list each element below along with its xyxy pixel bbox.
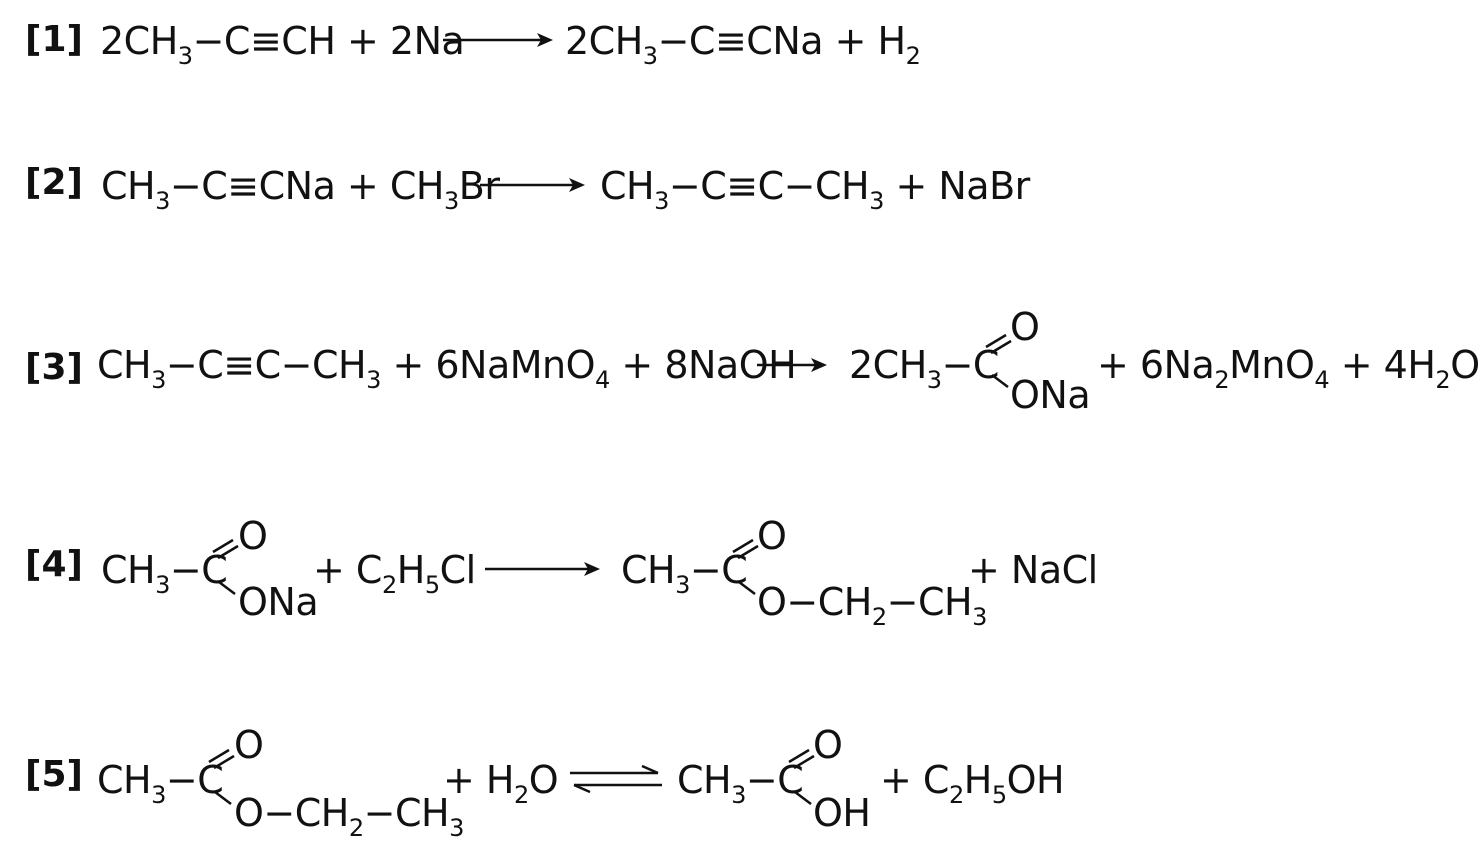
carbonyl-oxygen: O xyxy=(1010,305,1040,349)
reaction-4: [4] CH3−C O ONa + C2H5Cl CH3−C O O−CH2−C… xyxy=(0,505,1465,645)
reactant-carboxylate-prefix: CH3−C xyxy=(101,548,228,599)
forward-arrow-icon xyxy=(485,562,600,576)
products-rest: + 6Na2MnO4 + 4H2O xyxy=(1097,343,1480,394)
single-bond-icon xyxy=(991,374,1009,388)
forward-arrow-icon xyxy=(443,33,553,47)
reactants: 2CH3−C≡CH + 2Na xyxy=(100,19,465,70)
reaction-label: [1] xyxy=(25,19,83,60)
reaction-3: [3] CH3−C≡C−CH3 + 6NaMnO4 + 8NaOH 2CH3−C… xyxy=(0,300,1480,440)
carbonyl-oxygen: O xyxy=(234,723,264,767)
double-bond-icon xyxy=(212,538,239,560)
reactant-ester-prefix: CH3−C xyxy=(97,758,224,809)
carboxylate-oxygen: ONa xyxy=(238,580,319,624)
product-ester-prefix: CH3−C xyxy=(621,548,748,599)
reactants-rest: + H2O xyxy=(443,758,559,809)
double-bond-icon xyxy=(985,333,1012,355)
reaction-1: [1] 2CH3−C≡CH + 2Na 2CH3−C≡CNa + H2 xyxy=(0,0,1465,140)
ester-chain: O−CH2−CH3 xyxy=(757,580,987,631)
single-bond-icon xyxy=(218,581,236,595)
reactants: CH3−C≡C−CH3 + 6NaMnO4 + 8NaOH xyxy=(97,343,797,394)
forward-arrow-icon xyxy=(757,358,827,372)
forward-arrow-icon xyxy=(480,178,585,192)
carbonyl-oxygen: O xyxy=(238,514,268,558)
products: CH3−C≡C−CH3 + NaBr xyxy=(600,164,1030,215)
reaction-label: [4] xyxy=(25,544,83,585)
reaction-label: [2] xyxy=(25,162,83,203)
double-bond-icon xyxy=(208,748,235,770)
hydroxyl-group: OH xyxy=(813,791,871,835)
product-acid-prefix: CH3−C xyxy=(677,758,804,809)
equilibrium-arrow-icon xyxy=(570,764,662,794)
reactants: CH3−C≡CNa + CH3Br xyxy=(101,164,500,215)
carboxylate-oxygen: ONa xyxy=(1010,373,1091,417)
reaction-5: [5] CH3−C O O−CH2−CH3 + H2O CH3−C O OH +… xyxy=(0,712,1465,852)
products-rest: + C2H5OH xyxy=(880,758,1065,809)
double-bond-icon xyxy=(788,748,815,770)
reactants-rest: + C2H5Cl xyxy=(313,548,476,599)
reaction-label: [5] xyxy=(25,754,83,795)
products-rest: + NaCl xyxy=(968,548,1098,592)
double-bond-icon xyxy=(732,538,759,560)
product-carboxylate-prefix: 2CH3−C xyxy=(849,343,999,394)
products: 2CH3−C≡CNa + H2 xyxy=(565,19,921,70)
carbonyl-oxygen: O xyxy=(757,514,787,558)
carbonyl-oxygen: O xyxy=(813,723,843,767)
single-bond-icon xyxy=(794,791,812,805)
single-bond-icon xyxy=(214,791,232,805)
single-bond-icon xyxy=(738,581,756,595)
reaction-2: [2] CH3−C≡CNa + CH3Br CH3−C≡C−CH3 + NaBr xyxy=(0,145,1465,285)
reaction-label: [3] xyxy=(25,347,83,388)
ester-chain: O−CH2−CH3 xyxy=(234,791,464,842)
